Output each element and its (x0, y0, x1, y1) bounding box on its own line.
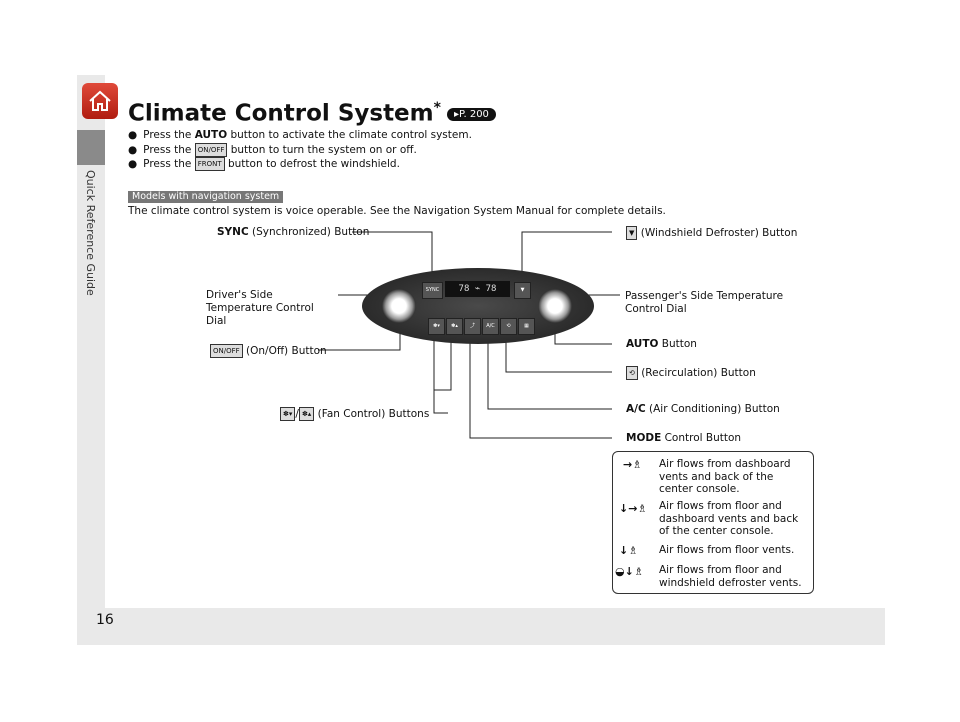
callout-key: AUTO (626, 338, 659, 350)
airflow-text: Air flows from floor and dashboard vents… (659, 500, 799, 537)
rear-defrost-button[interactable]: ▦ (518, 318, 535, 335)
bullet-onoff: Press the ON/OFF button to turn the syst… (128, 143, 417, 157)
bullet-text: Press the (143, 129, 195, 141)
bullet-text: button to activate the climate control s… (227, 129, 472, 141)
callout-text: (Recirculation) Button (637, 367, 756, 379)
page-title: Climate Control System* ▸P. 200 (128, 100, 496, 127)
fan-callout: ✽▾/✽▴ (Fan Control) Buttons (280, 407, 429, 421)
recirculation-icon: ⟲ (626, 366, 638, 380)
callout-key: SYNC (217, 226, 249, 238)
nav-models-badge: Models with navigation system (128, 191, 284, 203)
airflow-legend: →♗ Air flows from dashboard vents and ba… (612, 451, 814, 594)
callout-text: (On/Off) Button (242, 345, 327, 357)
auto-callout: AUTO Button (626, 338, 697, 351)
driver-temp-dial[interactable] (382, 289, 416, 323)
section-tab (77, 130, 105, 165)
fan-down-icon: ✽▾ (280, 407, 296, 421)
fan-down-button[interactable]: ✽▾ (428, 318, 445, 335)
dashboard-vents-icon: →♗ (623, 458, 643, 471)
bullet-text: Press the (143, 158, 195, 170)
voice-note: The climate control system is voice oper… (128, 205, 666, 217)
ac-button[interactable]: A/C (482, 318, 499, 335)
auto-key: AUTO (194, 129, 228, 141)
arrow-icon: ▸ (453, 108, 459, 120)
sidebar-label: Quick Reference Guide (84, 170, 97, 296)
callout-text: (Synchronized) Button (248, 226, 370, 238)
passenger-temp-dial[interactable] (538, 289, 572, 323)
bullet-defrost: Press the FRONT button to defrost the wi… (128, 157, 400, 171)
callout-key: A/C (626, 403, 646, 415)
recirculation-button[interactable]: ⟲ (500, 318, 517, 335)
separator: / (295, 408, 299, 420)
defrost-callout: ▼ (Windshield Defroster) Button (626, 226, 797, 240)
defroster-button[interactable]: ▼ (514, 282, 531, 299)
mode-callout: MODE Control Button (626, 432, 741, 445)
home-button[interactable] (82, 83, 118, 119)
asterisk: * (433, 100, 441, 116)
fan-up-icon: ✽▴ (298, 407, 315, 421)
passenger-dial-callout: Passenger's Side Temperature Control Dia… (625, 290, 784, 315)
temp-display: 78 ⌁ 78 (445, 281, 510, 297)
driver-dial-callout: Driver's Side Temperature Control Dial (206, 289, 314, 327)
onoff-callout: ON/OFF (On/Off) Button (210, 344, 327, 358)
recirc-callout: ⟲ (Recirculation) Button (626, 366, 756, 380)
page-number: 16 (96, 612, 114, 628)
mode-button[interactable]: ⤴ (464, 318, 481, 335)
page-ref-link[interactable]: ▸P. 200 (446, 107, 496, 121)
callout-key: MODE (626, 432, 662, 444)
callout-text: (Windshield Defroster) Button (637, 227, 798, 239)
sync-callout: SYNC (Synchronized) Button (217, 226, 369, 239)
callout-text: (Fan Control) Buttons (314, 408, 430, 420)
callout-text: Button (658, 338, 697, 350)
bullet-text: button to defrost the windshield. (224, 158, 400, 170)
bullet-auto: Press the AUTO button to activate the cl… (128, 129, 472, 141)
bullet-text: Press the (143, 144, 195, 156)
defroster-button-icon: ▼ (626, 226, 638, 240)
callout-text: Control Button (661, 432, 742, 444)
defroster-button-icon: FRONT (194, 157, 225, 171)
page-ref-text: P. 200 (459, 108, 489, 120)
sync-button[interactable]: SYNC (422, 282, 443, 299)
airflow-text: Air flows from floor vents. (659, 544, 795, 556)
climate-control-panel: SYNC 78 ⌁ 78 ▼ ✽▾ ✽▴ ⤴ A/C ⟲ ▦ (362, 268, 594, 344)
bullet-text: button to turn the system on or off. (227, 144, 417, 156)
floor-vents-icon: ↓♗ (619, 544, 639, 557)
floor-defroster-vents-icon: ◒↓♗ (615, 565, 644, 578)
airflow-text: Air flows from floor and windshield defr… (659, 564, 802, 589)
floor-dashboard-vents-icon: ↓→♗ (619, 502, 648, 515)
title-text: Climate Control System (128, 100, 434, 127)
home-icon (89, 90, 111, 111)
ac-callout: A/C (Air Conditioning) Button (626, 403, 780, 416)
airflow-text: Air flows from dashboard vents and back … (659, 458, 791, 495)
callout-text: (Air Conditioning) Button (645, 403, 780, 415)
fan-up-button[interactable]: ✽▴ (446, 318, 463, 335)
onoff-button-icon: ON/OFF (210, 344, 243, 358)
